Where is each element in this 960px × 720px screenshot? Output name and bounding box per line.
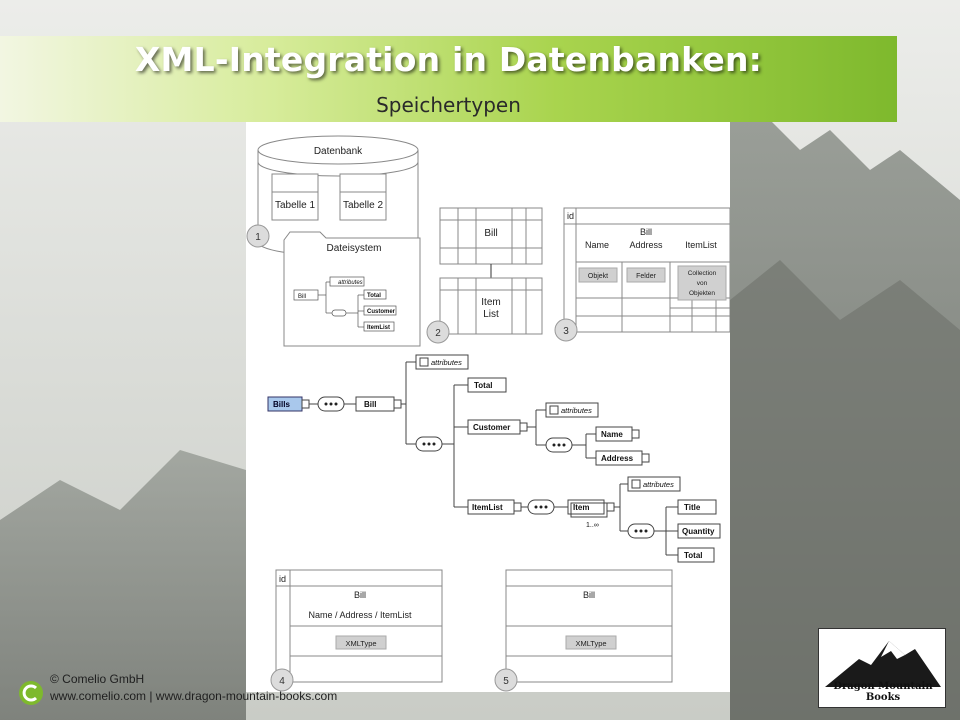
storage-type-3 (554, 207, 730, 342)
schema-bill: Bill (364, 400, 376, 409)
mini-schema-itemlist: ItemList (367, 325, 390, 331)
diagram-panel: Datenbank Tabelle 1 Tabelle 2 Dateisyste… (246, 122, 730, 692)
schema-customer: Customer (473, 423, 510, 432)
storage3-bill: Bill (640, 227, 652, 237)
storage5-bill: Bill (583, 590, 595, 600)
footer-company: © Comelio GmbH (50, 672, 145, 686)
schema-itemlist: ItemList (472, 503, 503, 512)
storage-type-2 (426, 207, 543, 344)
title-bar (0, 36, 897, 122)
storage3-col-itemlist: ItemList (685, 240, 717, 250)
slide-title: XML-Integration in Datenbanken: (134, 40, 763, 79)
storage-type-1 (246, 135, 421, 347)
schema-item-multiplicity: 1..∞ (586, 522, 599, 529)
schema-title: Title (684, 503, 701, 512)
schema-name: Name (601, 430, 623, 439)
storage4-fields: Name / Address / ItemList (308, 610, 412, 620)
slide-subtitle: Speichertypen (376, 93, 521, 117)
xml-schema-diagram (267, 354, 721, 563)
storage3-id: id (567, 211, 574, 221)
brand-name: Dragon Mountain Books (833, 681, 933, 703)
step-number-1: 1 (255, 232, 261, 243)
storage4-id: id (279, 574, 286, 584)
mini-schema-customer: Customer (367, 309, 396, 315)
storage4-bill: Bill (354, 590, 366, 600)
storage3-cell-objekt: Objekt (588, 273, 608, 280)
table2-label: Tabelle 2 (343, 200, 383, 211)
storage2-list: List (483, 309, 499, 320)
storage2-item: Item (481, 297, 500, 308)
mini-schema-total: Total (367, 293, 381, 299)
storage3-cell-collection-3: Objekten (689, 290, 715, 297)
schema-address: Address (601, 454, 634, 463)
storage3-col-name: Name (585, 240, 609, 250)
storage3-cell-felder: Felder (636, 273, 657, 280)
schema-item-total: Total (684, 551, 703, 560)
schema-attributes-1: attributes (431, 358, 462, 367)
step-number-3: 3 (563, 326, 569, 337)
storage3-cell-collection-1: Collection (688, 270, 717, 277)
footer-urls: www.comelio.com | www.dragon-mountain-bo… (50, 689, 338, 703)
storage3-cell-collection-2: von (697, 280, 708, 287)
table1-label: Tabelle 1 (275, 200, 315, 211)
schema-item: Item (573, 503, 589, 512)
filesystem-label: Dateisystem (326, 243, 381, 254)
storage4-xmltype: XMLType (345, 639, 376, 648)
storage-types-diagram: Datenbank Tabelle 1 Tabelle 2 Dateisyste… (246, 135, 730, 692)
step-number-2: 2 (435, 328, 441, 339)
mini-schema-attributes: attributes (338, 280, 363, 286)
storage-type-5 (494, 569, 673, 692)
dragon-mountain-books-logo: Dragon Mountain Books (818, 628, 946, 708)
storage5-xmltype: XMLType (575, 639, 606, 648)
comelio-logo-icon (19, 681, 43, 705)
storage3-col-address: Address (629, 240, 663, 250)
step-number-5: 5 (503, 676, 509, 687)
storage2-bill: Bill (484, 228, 497, 239)
schema-quantity: Quantity (682, 527, 715, 536)
mountain-icon (825, 641, 941, 687)
schema-bills: Bills (273, 400, 290, 409)
database-label: Datenbank (314, 146, 363, 157)
schema-attributes-3: attributes (643, 480, 674, 489)
mini-schema-bill: Bill (298, 294, 306, 300)
storage-type-4 (270, 569, 443, 692)
step-number-4: 4 (279, 676, 285, 687)
schema-total: Total (474, 381, 493, 390)
schema-attributes-2: attributes (561, 406, 592, 415)
